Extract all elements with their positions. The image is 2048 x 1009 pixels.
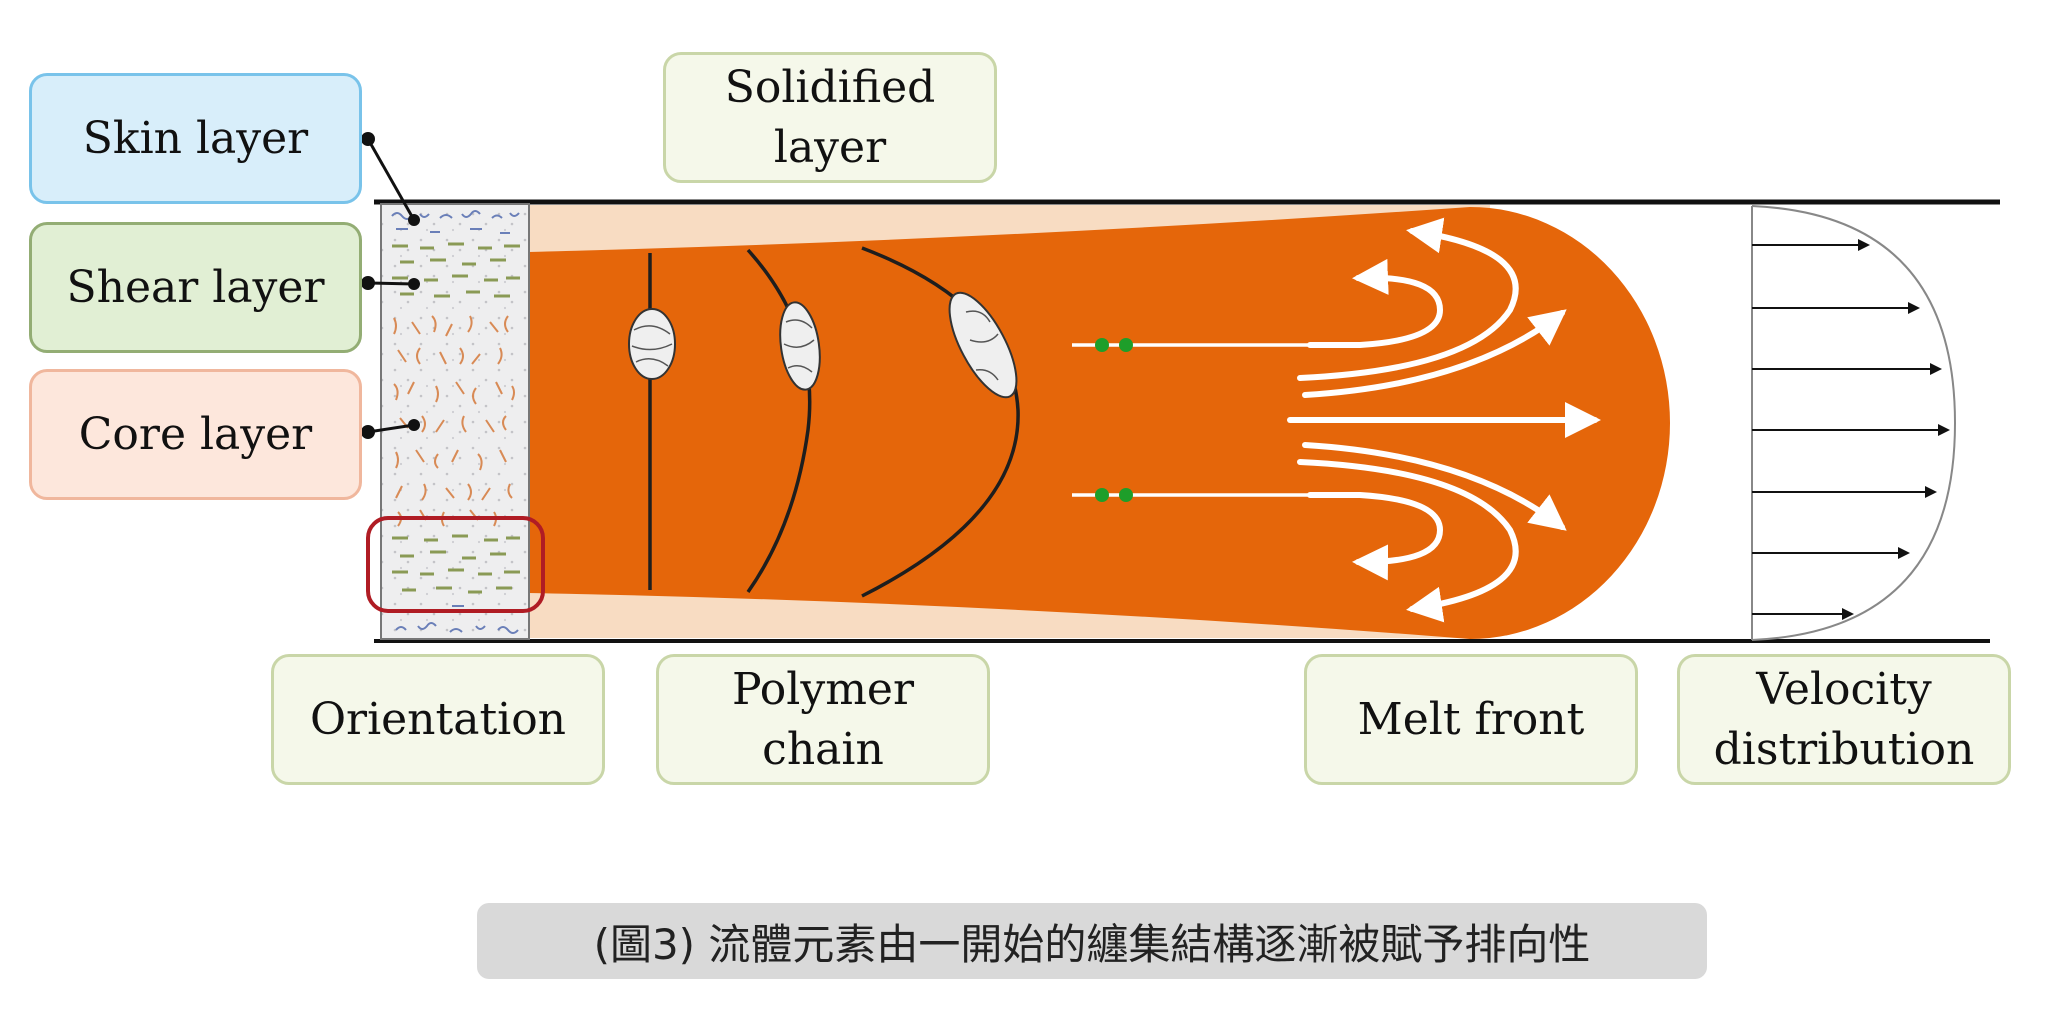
figure-caption: (圖3) 流體元素由一開始的纏集結構逐漸被賦予排向性 bbox=[477, 903, 1707, 979]
highlight-box bbox=[366, 516, 545, 613]
fluid-element-markers bbox=[1072, 338, 1310, 502]
skin-layer-label: Skin layer bbox=[29, 73, 362, 204]
solidified-layer-label: Solidified layer bbox=[663, 52, 997, 183]
polymer-chain-label: Polymer chain bbox=[656, 654, 990, 785]
solidified-layer-top bbox=[528, 205, 1490, 252]
velocity-profile bbox=[1751, 205, 1957, 641]
polymer-coil-3 bbox=[948, 291, 1018, 399]
leader-dots bbox=[361, 132, 420, 439]
leader-lines bbox=[366, 138, 416, 434]
fountain-flow-arrows bbox=[1287, 217, 1601, 623]
polymer-coil-1 bbox=[628, 308, 676, 380]
velocity-distribution-label: Velocity distribution bbox=[1677, 654, 2011, 785]
polymer-coil-2 bbox=[779, 301, 821, 391]
core-layer-label: Core layer bbox=[29, 369, 362, 500]
shear-layer-label: Shear layer bbox=[29, 222, 362, 353]
melt-body bbox=[528, 207, 1670, 639]
orientation-label: Orientation bbox=[271, 654, 605, 785]
melt-front-label: Melt front bbox=[1304, 654, 1638, 785]
orientation-strip bbox=[366, 203, 545, 640]
